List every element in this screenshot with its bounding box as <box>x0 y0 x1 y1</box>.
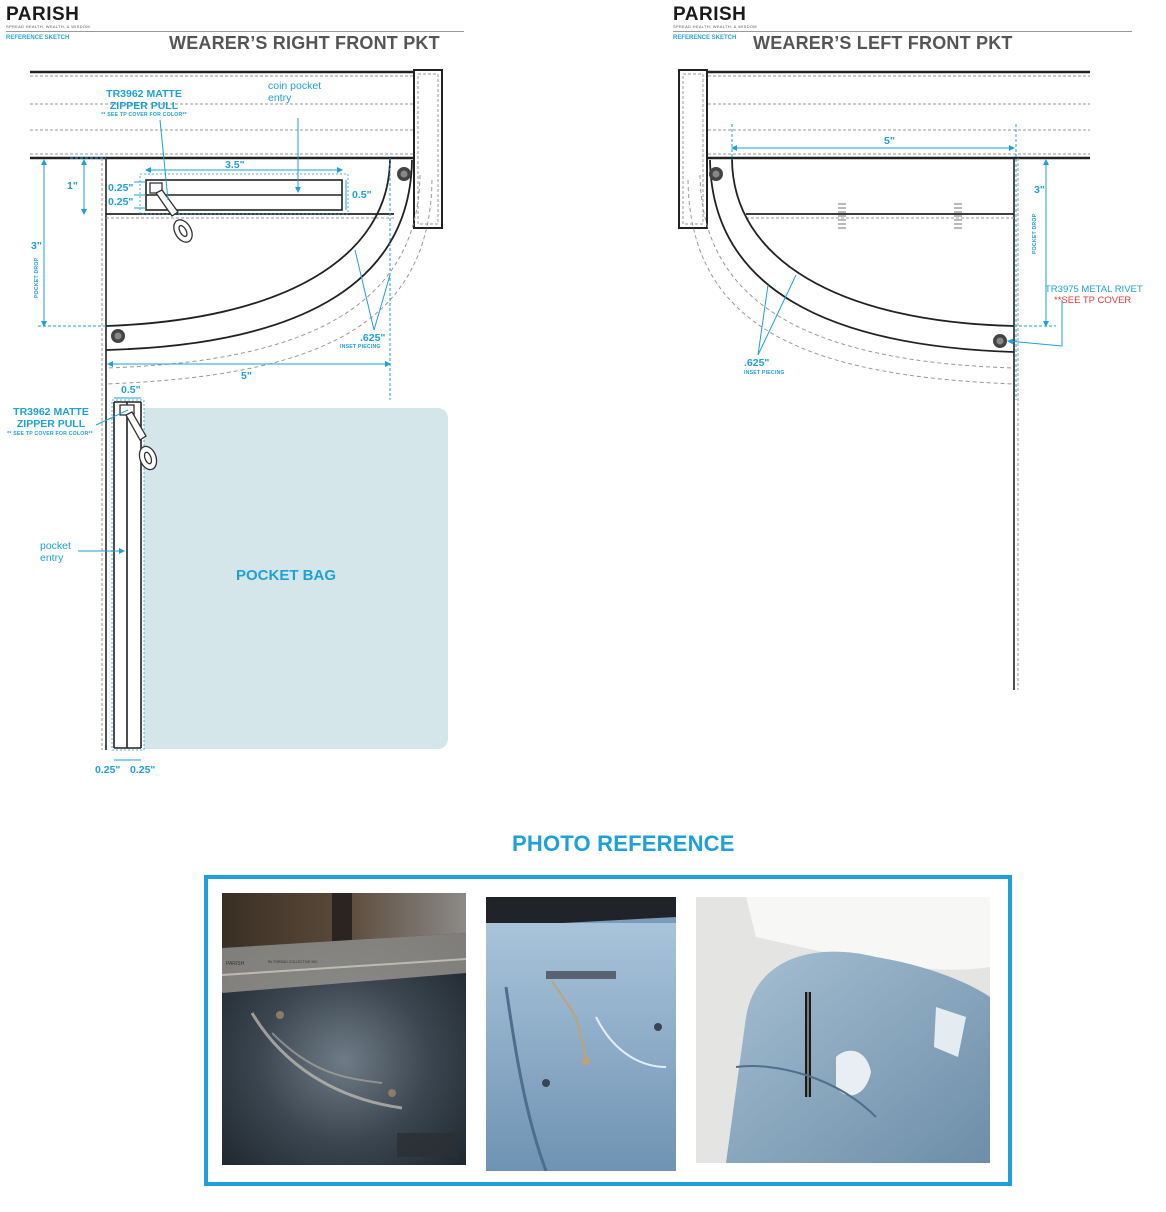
inset-piecing-note-left: INSET PIECING <box>340 344 381 350</box>
dim-width-5-right: 5" <box>884 135 895 147</box>
left-side-edge <box>101 158 107 750</box>
dim-drop-1: 1" <box>67 180 78 192</box>
brand-logo-right: PARISH <box>673 4 747 25</box>
pocket-drop-label-right: POCKET DROP <box>1032 213 1038 254</box>
header-rule-left <box>6 31 464 32</box>
dim-bottom-a: 0.25" <box>95 764 121 776</box>
reference-sketch-label-left: REFERENCE SKETCH <box>6 35 70 41</box>
dim-bottom-b: 0.25" <box>130 764 156 776</box>
inset-piecing-dim-right: .625" <box>744 357 770 369</box>
header-rule-right <box>673 31 1132 32</box>
left-dimension-lines <box>38 118 391 761</box>
panel-title-right: WEARER’S LEFT FRONT PKT <box>753 33 1013 53</box>
photo1-waistband-text: PARISH <box>226 961 245 967</box>
zipper-pull-callout-1: TR3962 MATTE ZIPPER PULL <box>106 88 182 112</box>
right-bartacks <box>838 203 962 229</box>
pocket-bag-label: POCKET BAG <box>236 567 337 584</box>
left-belt-loop <box>413 69 443 229</box>
photo-side-zipper <box>696 897 990 1163</box>
photo-coin-zipper <box>486 897 676 1171</box>
zipper-pull-note-1: ** SEE TP COVER FOR COLOR** <box>101 112 187 118</box>
right-coin-line <box>746 213 1014 219</box>
panel-title-left: WEARER’S RIGHT FRONT PKT <box>169 33 440 53</box>
left-waistband <box>30 70 414 160</box>
right-rivets <box>709 167 1007 348</box>
dim-coin-height: 0.5" <box>352 189 372 201</box>
left-rivets <box>111 167 411 343</box>
brand-logo-left: PARISH <box>6 4 80 25</box>
dim-drop-3-right: 3" <box>1034 184 1045 196</box>
dim-width-5-left: 5" <box>241 370 252 382</box>
brand-tagline-right: SPREAD HEALTH, WEALTH, & WISDOM <box>673 24 757 29</box>
right-side-edge <box>1013 158 1019 690</box>
metal-rivet-callout: TR3975 METAL RIVET <box>1045 284 1143 295</box>
coin-pocket <box>106 173 394 219</box>
dim-stripe-b: 0.25" <box>108 196 134 208</box>
dim-drop-3: 3" <box>31 240 42 252</box>
reference-sketch-label-right: REFERENCE SKETCH <box>673 35 737 41</box>
pocket-entry-callout: pocket entry <box>40 540 71 564</box>
pocket-drop-label-left: POCKET DROP <box>34 257 40 298</box>
inset-piecing-dim-left: .625" <box>360 332 386 344</box>
dim-stripe-a: 0.25" <box>108 182 134 194</box>
right-dimension-lines <box>731 124 1063 400</box>
technical-drawing <box>30 69 1090 761</box>
brand-tagline-left: SPREAD HEALTH, WEALTH, & WISDOM <box>6 24 90 29</box>
dim-coin-width: 3.5" <box>225 159 245 171</box>
pocket-bag-shape <box>144 408 448 749</box>
inset-piecing-note-right: INSET PIECING <box>744 370 785 376</box>
photo-jeans-closeup: PARISH Re THREAD COLLECTIVE INC <box>222 893 466 1165</box>
photo-reference-title: PHOTO REFERENCE <box>512 831 735 856</box>
right-pocket-scoop <box>687 157 1015 385</box>
long-zipper-pull <box>119 404 158 471</box>
coin-zipper-pull <box>149 182 193 243</box>
zipper-pull-callout-2: TR3962 MATTE ZIPPER PULL <box>13 406 89 430</box>
dim-zip-width: 0.5" <box>121 384 141 396</box>
metal-rivet-note: **SEE TP COVER <box>1054 295 1132 306</box>
right-waistband <box>708 70 1090 160</box>
photo1-label-text: Re THREAD COLLECTIVE INC <box>268 960 318 964</box>
coin-pocket-entry-callout: coin pocket entry <box>268 80 322 104</box>
zipper-pull-note-2: ** SEE TP COVER FOR COLOR** <box>7 431 93 437</box>
